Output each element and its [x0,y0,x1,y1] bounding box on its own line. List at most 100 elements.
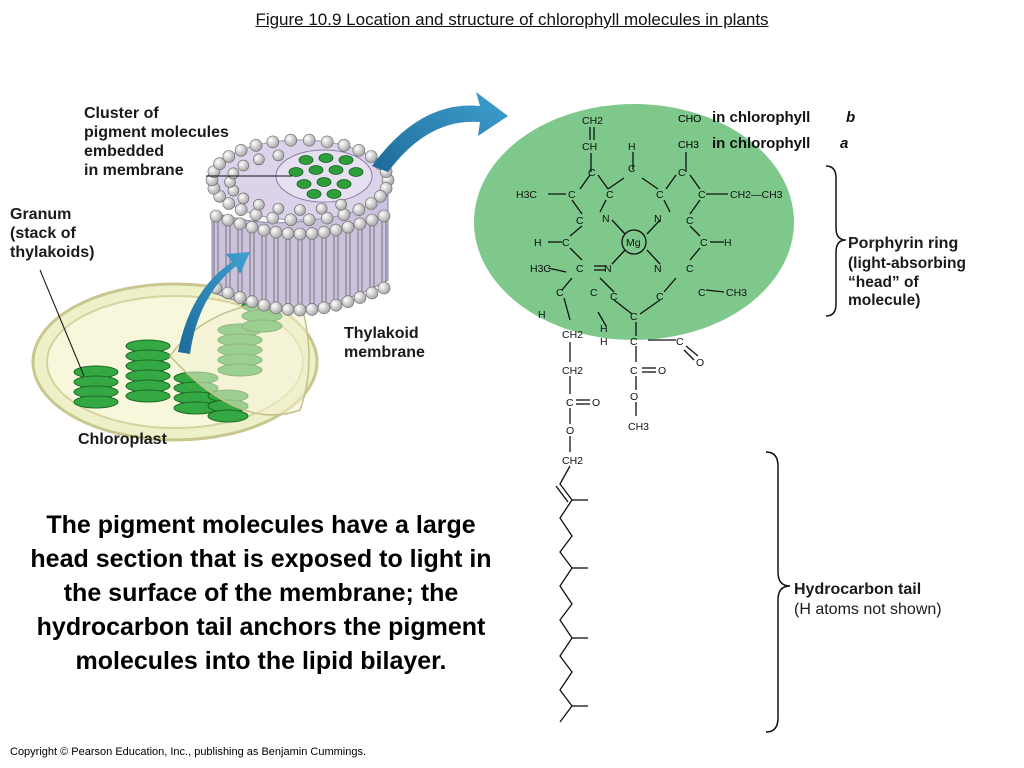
lipid-head [237,159,250,172]
caption-text: The pigment molecules have a large head … [30,511,492,675]
pigment-molecule [338,155,354,165]
lipid-head [221,213,235,227]
atom-c: C [630,365,638,377]
lipid-head [281,303,295,316]
granum-stack-2 [125,339,171,403]
lipid-head [227,167,240,180]
atom-c: C [576,263,584,275]
label-granum: Granum (stack of thylakoids) [10,206,95,261]
lipid-head [320,211,334,225]
pigment-molecule [296,179,312,189]
lipid-head [272,202,285,215]
lipid-head [293,303,307,317]
atom-c: C [568,189,576,201]
lipid-head [305,303,319,316]
lipid-head [315,202,328,215]
lipid-head [329,223,343,237]
lipid-head [337,139,351,152]
lipid-head [272,149,285,162]
chl-b-group: CHO [678,113,701,125]
granum-stack-1 [73,365,119,409]
atom-c: C [606,189,614,201]
lipid-head [305,227,319,240]
lipid-head [284,213,298,227]
lipid-head [374,189,387,203]
atom-ch3-right: CH3 [726,287,747,299]
atom-h-right: H [724,237,732,249]
chl-b-text: in chlorophyll [712,109,810,126]
lipid-head [266,211,280,225]
lipid-head [281,227,295,240]
atom-h3c-left: H3C [516,189,537,201]
chlorophyll-atom-labels: CH2 C H H H3C CH2—CH3 C C C C C C C C N N… [516,115,783,467]
lipid-head [245,220,259,234]
atom-c: C [630,336,638,348]
lipid-head [222,197,236,210]
figure-title: Figure 10.9 Location and structure of ch… [255,10,769,29]
atom-c: C [686,263,694,275]
lipid-head [253,198,265,211]
atom-c: C [566,397,574,409]
chl-a-letter: a [840,135,848,152]
lipid-head [365,213,379,227]
lipid-head [249,139,263,152]
atom-o: O [658,365,666,377]
lipid-head [257,223,271,237]
arrow-granum-to-membrane [178,252,250,354]
lipid-head [253,153,265,166]
label-chloroplast: Chloroplast [78,431,167,448]
atom-mg: Mg [626,237,641,249]
lipid-head [337,208,351,221]
atom-c: C [698,287,706,299]
lipid-head [233,217,247,231]
atom-c: C [698,189,706,201]
atom-ch2ch3: CH2—CH3 [730,189,783,201]
lipid-head [222,150,236,163]
lipid-head [257,298,271,312]
pigment-molecule [308,165,324,175]
pigment-molecule [298,155,314,165]
lipid-head [213,157,226,171]
label-porphyrin-desc: (light-absorbing “head” of molecule) [848,255,966,309]
copyright-notice: Copyright © Pearson Education, Inc., pub… [10,746,367,758]
atom-n: N [602,213,610,225]
atom-ch2: CH2 [562,365,583,377]
atom-c: C [628,163,636,175]
atom-h: H [600,336,608,348]
atom-c: C [656,189,664,201]
lipid-head [377,209,391,223]
lipid-head [335,198,347,211]
atom-c: C [700,237,708,249]
lipid-head [317,225,331,239]
lipid-head [233,291,247,304]
chlorophyll-bonds [547,127,728,723]
atom-c: C [676,336,684,348]
lipid-head [353,217,367,231]
magnesium-center [621,229,647,255]
atom-ch3: CH3 [628,421,649,433]
chl-b-letter: b [846,109,855,126]
pigment-molecule [328,165,344,175]
label-cluster: Cluster of pigment molecules embedded in… [84,105,229,179]
pigment-molecule [316,177,332,187]
atom-h: H [600,323,608,335]
atom-c: C [656,291,664,303]
atom-c: C [610,291,618,303]
lipid-head [302,213,316,227]
label-hydrocarbon-tail: Hydrocarbon tail [794,581,922,598]
chl-a-group: CH3 [678,139,699,151]
atom-c: C [686,215,694,227]
lipid-head [245,295,259,309]
chloroplast-illustration [31,282,319,442]
pigment-molecule [306,189,322,199]
atom-n: N [654,213,662,225]
label-thylakoid-membrane: Thylakoid membrane [344,325,425,361]
lipid-head [294,204,306,216]
atom-h3c-left2: H3C [530,263,551,275]
atom-ch2: CH2 [562,329,583,341]
lipid-head [364,197,378,210]
lipid-head [266,135,280,149]
lipid-head [352,143,366,157]
pigment-molecule [318,153,334,163]
tail-brace [765,451,791,733]
